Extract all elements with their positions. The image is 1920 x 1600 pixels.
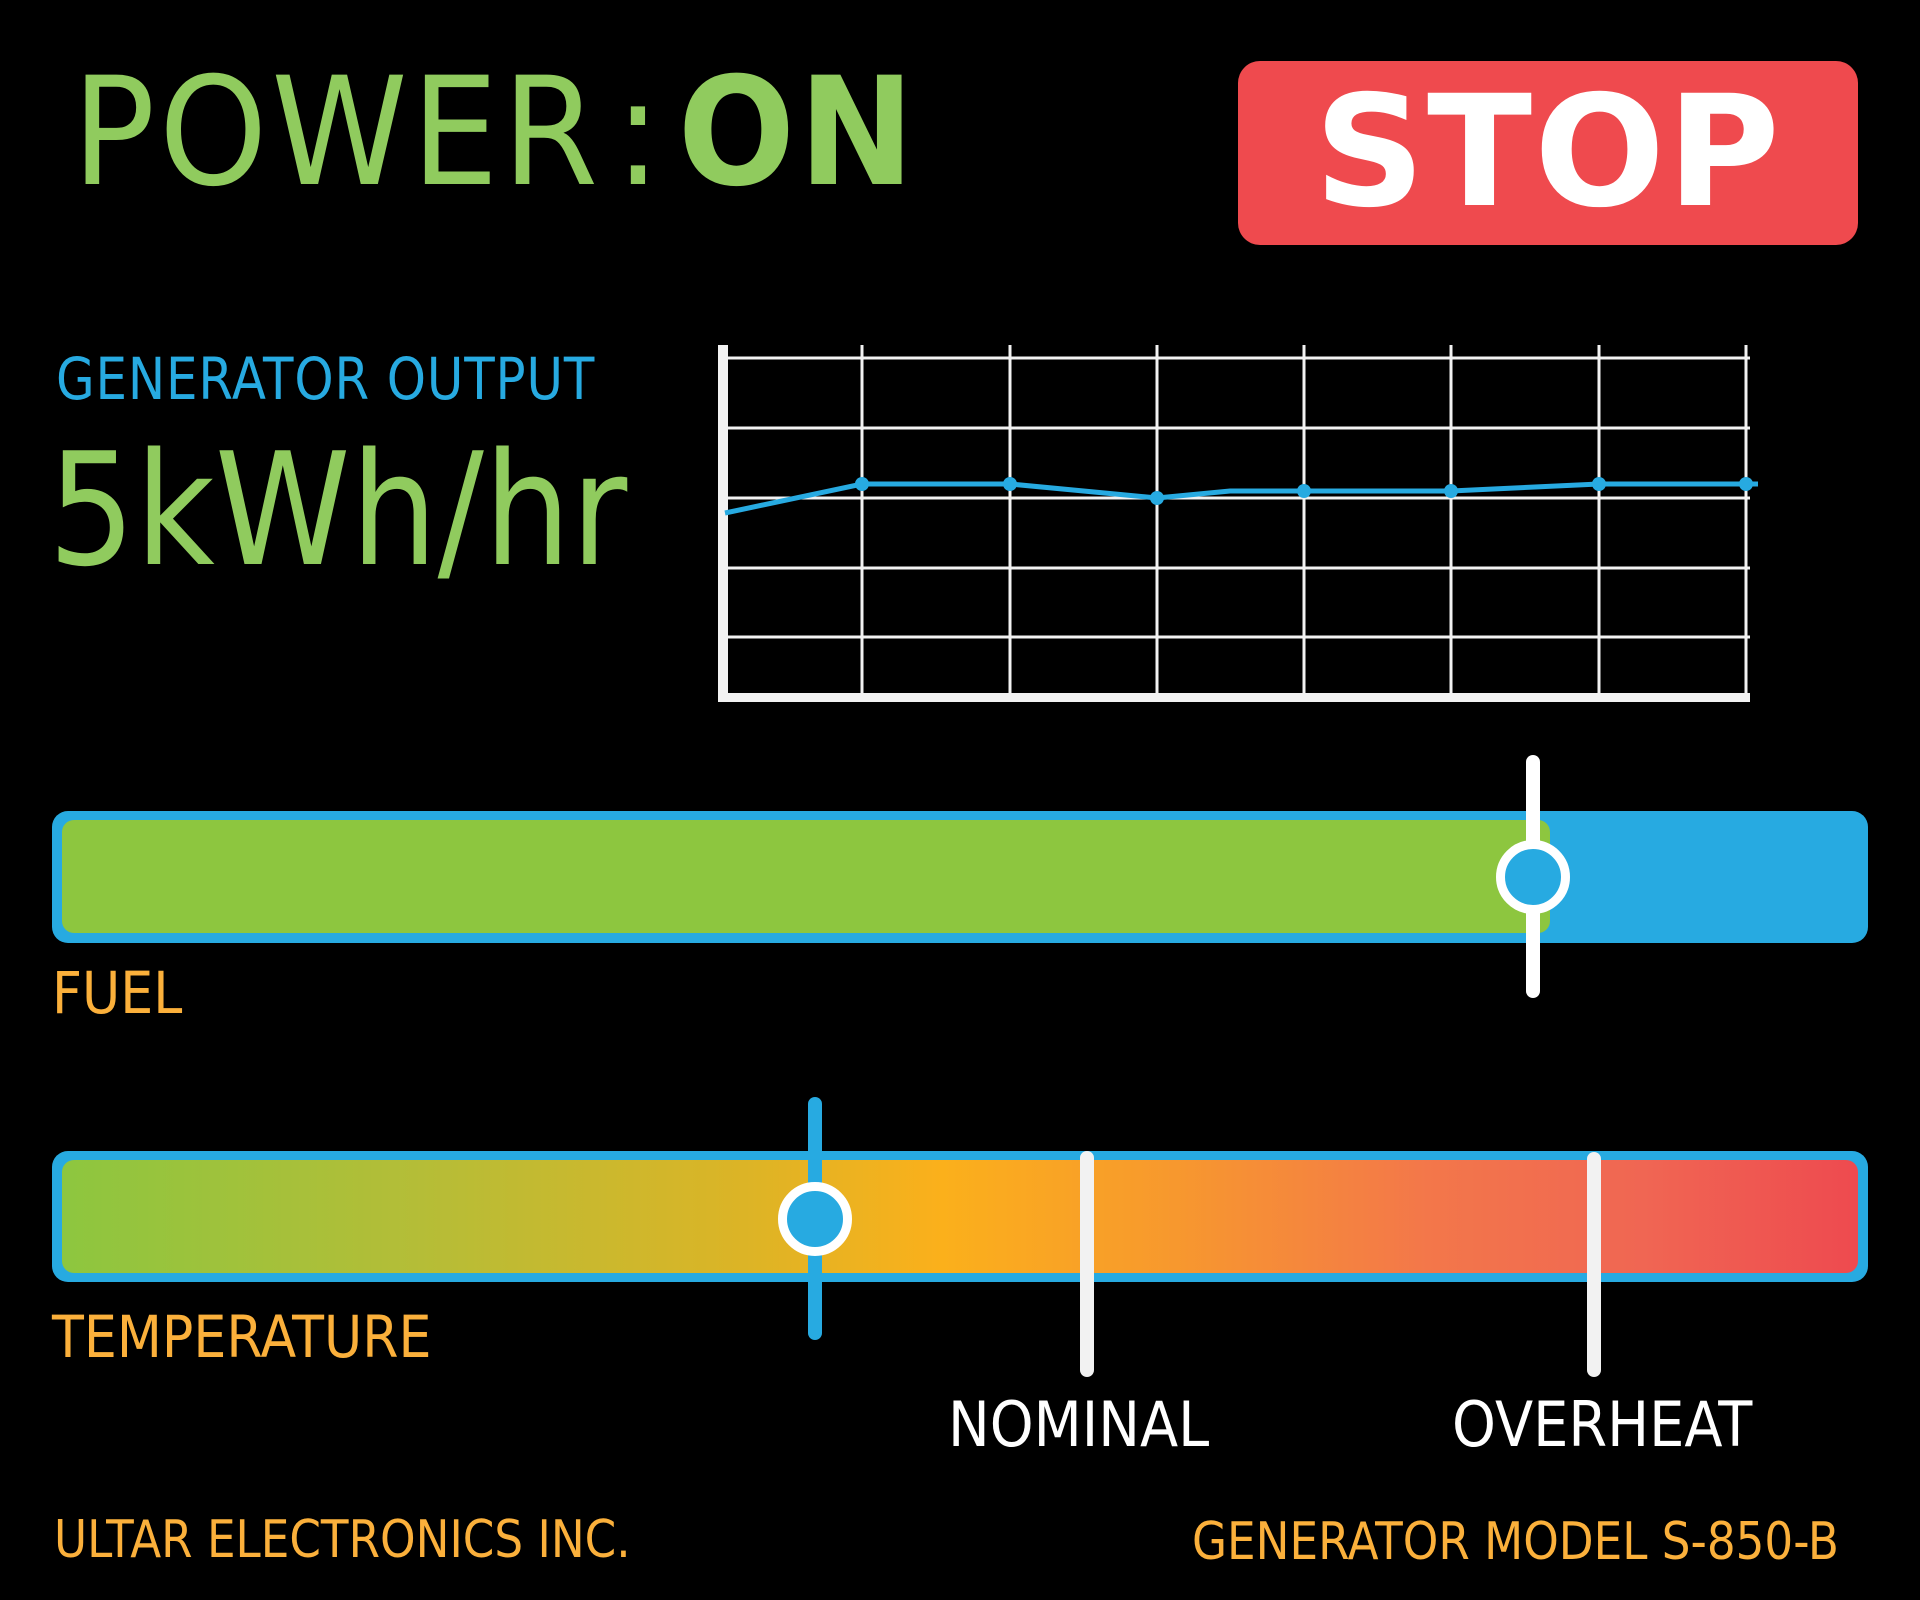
temperature-gradient-fill [62,1160,1858,1273]
output-chart [718,345,1758,702]
stop-button[interactable]: STOP [1238,61,1858,245]
temperature-label: TEMPERATURE [52,1303,432,1371]
fuel-slider-handle[interactable] [1496,840,1570,914]
fuel-level-fill [62,820,1550,933]
nominal-label: NOMINAL [948,1388,1210,1461]
power-status: POWER:ON [72,58,918,208]
fuel-label: FUEL [52,959,183,1027]
generator-model: GENERATOR MODEL S-850-B [1192,1512,1839,1572]
company-name: ULTAR ELECTRONICS INC. [54,1510,631,1570]
chart-gridlines [723,345,1750,697]
power-label: POWER [72,46,602,220]
generator-output-label: GENERATOR OUTPUT [56,345,596,413]
output-series-points [855,477,1753,505]
nominal-threshold-marker [1080,1151,1094,1377]
temperature-slider-handle[interactable] [778,1182,852,1256]
overheat-threshold-marker [1587,1152,1601,1377]
generator-output-value: 5kWh/hr [48,419,628,601]
overheat-label: OVERHEAT [1452,1388,1753,1461]
power-separator: : [614,46,665,220]
chart-axes [718,345,1750,702]
output-series-line [724,481,1758,516]
power-state: ON [677,46,918,220]
